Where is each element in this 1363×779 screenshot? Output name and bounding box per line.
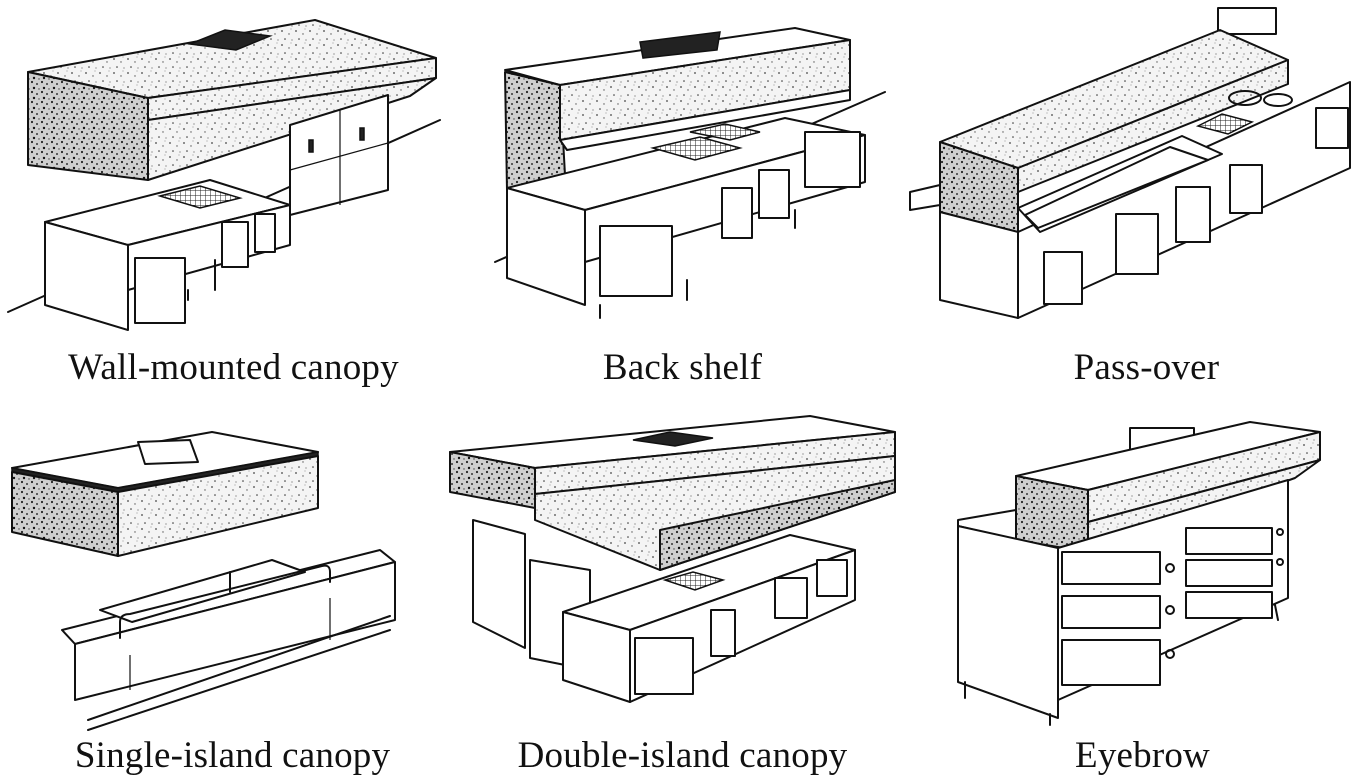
caption-eyebrow: Eyebrow — [1075, 735, 1210, 776]
panel-wall-mounted-canopy: Wall-mounted canopy — [0, 0, 455, 400]
caption-single-island-canopy: Single-island canopy — [74, 735, 391, 776]
single-island-canopy-illustration — [11, 431, 396, 731]
panel-single-island-canopy: Single-island canopy — [0, 400, 455, 779]
caption-pass-over: Pass-over — [1073, 347, 1220, 388]
caption-wall-mounted-canopy: Wall-mounted canopy — [68, 347, 399, 388]
double-island-canopy-illustration — [449, 415, 896, 703]
eyebrow-illustration — [957, 421, 1321, 726]
back-shelf-illustration — [494, 27, 886, 319]
caption-double-island-canopy: Double-island canopy — [517, 735, 848, 776]
panel-back-shelf: Back shelf — [455, 0, 910, 400]
wall-mounted-canopy-illustration — [7, 19, 441, 331]
panel-eyebrow: Eyebrow — [910, 400, 1363, 779]
caption-back-shelf: Back shelf — [602, 347, 763, 388]
pass-over-illustration — [909, 7, 1351, 319]
panel-pass-over: Pass-over — [909, 0, 1363, 400]
panel-double-island-canopy: Double-island canopy — [449, 400, 910, 779]
